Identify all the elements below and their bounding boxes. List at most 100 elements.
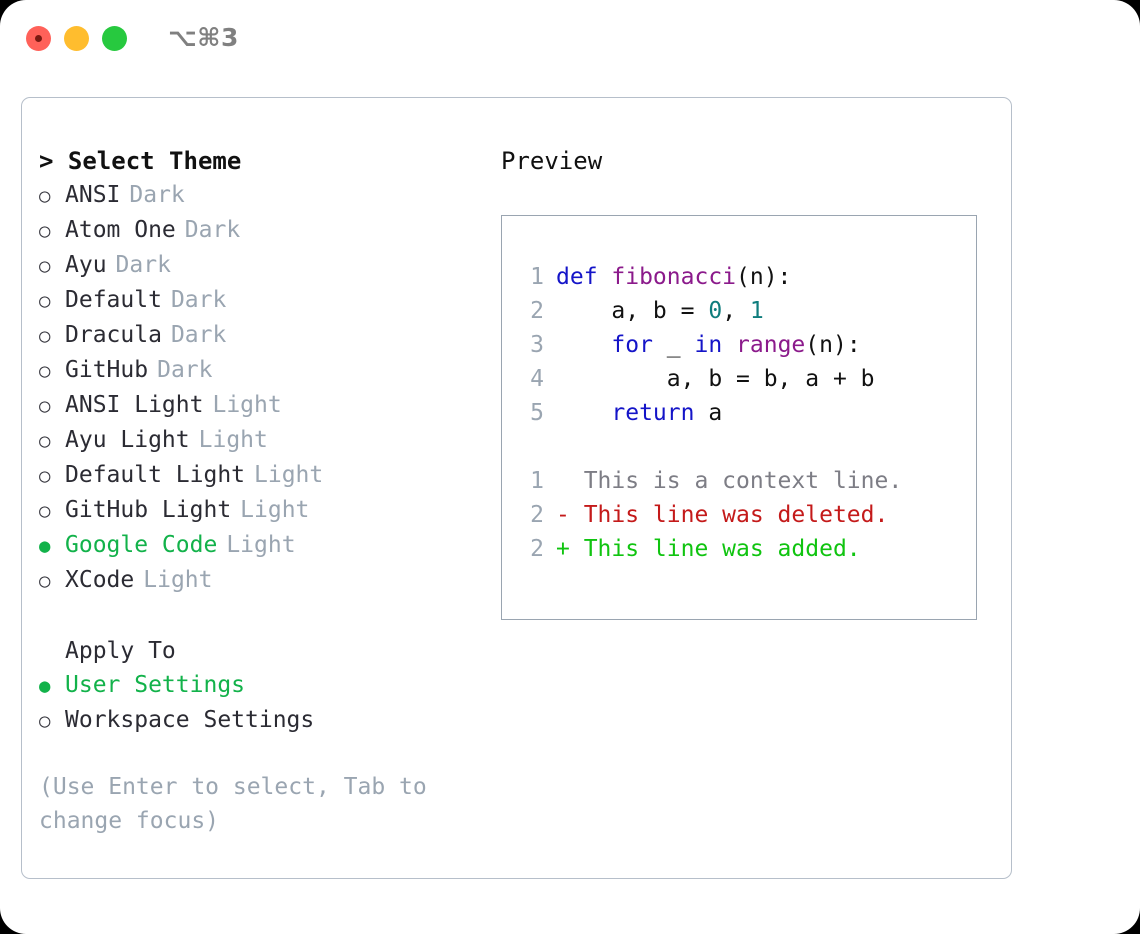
- page-title: > Select Theme: [39, 147, 242, 175]
- radio-unselected-icon: ○: [39, 325, 51, 347]
- code-line-text: def fibonacci(n):: [556, 260, 791, 294]
- minimize-button[interactable]: [64, 26, 89, 51]
- radio-selected-icon: ●: [39, 535, 51, 557]
- line-number: 2: [530, 536, 544, 562]
- line-number: 1: [530, 468, 544, 494]
- code-token-plain: [722, 332, 736, 358]
- code-token-plain: _: [652, 332, 695, 358]
- code-line-text: return a: [556, 396, 722, 430]
- radio-unselected-icon: ○: [39, 290, 51, 312]
- code-token-plain: (n):: [805, 332, 861, 358]
- radio-unselected-icon: ○: [39, 220, 51, 242]
- diff-line-text: + This line was added.: [556, 536, 861, 562]
- theme-option-label: GitHub Light: [65, 497, 232, 523]
- theme-option-label: ANSI: [65, 182, 121, 208]
- line-number: 2: [530, 502, 544, 528]
- apply-to-option-user-settings[interactable]: ● User Settings: [39, 668, 489, 703]
- section-spacer: [39, 598, 489, 634]
- theme-option-category: Dark: [157, 357, 213, 383]
- code-line-text: a, b = b, a + b: [556, 362, 875, 396]
- theme-option-ansi-light[interactable]: ○ ANSI Light Light: [39, 388, 489, 423]
- code-token-plain: (n):: [736, 264, 792, 290]
- line-number: 2: [530, 298, 544, 324]
- code-token-fn: fibonacci: [611, 264, 737, 290]
- theme-option-xcode[interactable]: ○ XCode Light: [39, 563, 489, 598]
- code-line: 1 def fibonacci(n):: [502, 260, 976, 294]
- radio-unselected-icon: ○: [39, 360, 51, 382]
- apply-to-heading: Apply To: [65, 638, 176, 664]
- line-number: 5: [530, 400, 544, 426]
- theme-option-label: Default Light: [65, 462, 246, 488]
- code-token-kw: for: [611, 332, 653, 358]
- theme-option-category: Dark: [170, 287, 227, 313]
- line-number: 1: [530, 264, 544, 290]
- code-line: 5 return a: [502, 396, 976, 430]
- code-line-text: a, b = 0, 1: [556, 294, 764, 328]
- radio-unselected-icon: ○: [39, 570, 51, 592]
- code-token-num: 1: [749, 298, 764, 324]
- apply-to-option-label: User Settings: [65, 672, 246, 698]
- apply-to-option-list: ● User Settings ○Workspace Settings: [39, 668, 489, 738]
- radio-unselected-icon: ○: [39, 430, 51, 452]
- theme-option-category: Dark: [184, 217, 241, 243]
- theme-option-category: Dark: [170, 322, 227, 348]
- theme-option-category: Light: [198, 427, 268, 453]
- theme-option-label: Atom One: [65, 217, 176, 243]
- theme-option-github-light[interactable]: ○ GitHub Light Light: [39, 493, 489, 528]
- title-bar: ⌥⌘3: [0, 0, 1140, 78]
- theme-option-category: Light: [212, 392, 282, 418]
- theme-option-label: XCode: [65, 567, 135, 593]
- theme-option-label: Default: [65, 287, 162, 313]
- diff-line-text: This is a context line.: [556, 468, 903, 494]
- apply-to-option-workspace-settings[interactable]: ○Workspace Settings: [39, 703, 489, 738]
- code-token-kw: def: [556, 264, 612, 290]
- code-line-text: for _ in range(n):: [556, 328, 861, 362]
- code-line: 2 a, b = 0, 1: [502, 294, 976, 328]
- code-token-kw: in: [694, 332, 723, 358]
- keyboard-hint-text: (Use Enter to select, Tab to change focu…: [39, 774, 441, 834]
- radio-unselected-icon: ○: [39, 255, 51, 277]
- code-line: 3 for _ in range(n):: [502, 328, 976, 362]
- radio-unselected-icon: ○: [39, 395, 51, 417]
- traffic-light-controls: [26, 26, 127, 51]
- code-token-plain: a, b =: [556, 298, 709, 324]
- theme-option-label: Ayu: [65, 252, 107, 278]
- maximize-button[interactable]: [102, 26, 127, 51]
- line-number: 4: [530, 366, 544, 392]
- line-number: 3: [530, 332, 544, 358]
- code-token-num: 0: [708, 298, 723, 324]
- code-token-plain: [556, 400, 611, 426]
- theme-option-category: Light: [143, 567, 213, 593]
- code-token-plain: a, b = b, a + b: [556, 366, 875, 392]
- theme-option-label: GitHub: [65, 357, 149, 383]
- theme-option-label: ANSI Light: [65, 392, 204, 418]
- theme-option-label: Google Code: [65, 532, 218, 558]
- theme-option-github[interactable]: ○ GitHub Dark: [39, 353, 489, 388]
- radio-selected-icon: ●: [39, 675, 51, 697]
- theme-option-google-code[interactable]: ● Google Code Light: [39, 528, 489, 563]
- theme-option-default[interactable]: ○ Default Dark: [39, 283, 489, 318]
- diff-line-text: - This line was deleted.: [556, 502, 889, 528]
- theme-option-category: Light: [240, 497, 310, 523]
- radio-unselected-icon: ○: [39, 500, 51, 522]
- keyboard-shortcut-label: ⌥⌘3: [168, 23, 239, 52]
- theme-option-ayu-light[interactable]: ○ Ayu Light Light: [39, 423, 489, 458]
- code-token-kw: return: [611, 400, 695, 426]
- close-button[interactable]: [26, 26, 51, 51]
- preview-title: Preview: [501, 147, 603, 175]
- theme-option-label: Ayu Light: [65, 427, 190, 453]
- theme-option-category: Light: [254, 462, 324, 488]
- theme-option-atom-one[interactable]: ○ Atom One Dark: [39, 213, 489, 248]
- theme-option-category: Light: [226, 532, 296, 558]
